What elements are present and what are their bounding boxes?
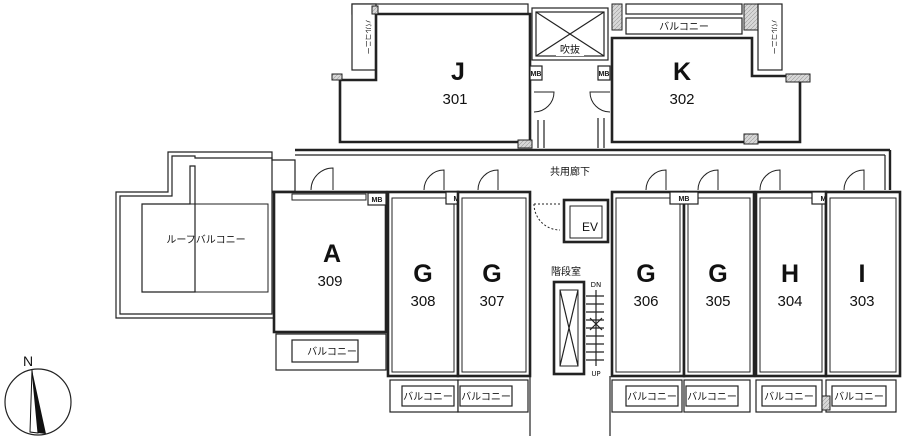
void-label: 吹抜 [560, 43, 580, 56]
unit-number: 301 [442, 91, 467, 108]
roof-balcony-label: ルーフバルコニー [166, 234, 245, 246]
unit-number: 308 [410, 293, 435, 310]
corridor-label: 共用廊下 [550, 165, 590, 178]
unit-304: MB H 304 バルコニー [754, 169, 841, 413]
common-corridor: 共用廊下 [272, 148, 892, 194]
balcony-label: バルコニー [307, 346, 357, 358]
unit-letter: G [413, 260, 432, 288]
unit-302: バルコニー バルコニー K 302 MB [589, 3, 811, 148]
unit-number: 304 [777, 293, 802, 310]
meter-box-label: MB [372, 197, 383, 204]
unit-letter: H [781, 260, 799, 288]
unit-number: 307 [479, 293, 504, 310]
unit-letter: J [451, 58, 465, 86]
stair-dn-label: DN [591, 281, 602, 289]
unit-letter: K [673, 58, 691, 86]
unit-letter: G [482, 260, 501, 288]
unit-301: バルコニー J 301 MB [331, 3, 555, 149]
unit-number: 309 [317, 273, 342, 290]
stair-steps [586, 290, 604, 366]
stair-up-label: UP [591, 370, 600, 378]
unit-308: MB G 308 バルコニー [386, 169, 473, 413]
balcony-label: バルコニー [403, 391, 453, 403]
meter-box-label: MB [679, 196, 690, 203]
compass-north-label: N [23, 353, 33, 369]
unit-309: MB A 309 バルコニー [272, 167, 388, 371]
stair-label: 階段室 [551, 265, 581, 278]
balcony-label: バルコニー [764, 391, 814, 403]
compass: N [4, 353, 72, 436]
balcony-label: バルコニー [659, 21, 709, 33]
unit-letter: I [859, 260, 866, 288]
unit-307: G 307 バルコニー [456, 169, 532, 436]
balcony-label: バルコニー [461, 391, 511, 403]
unit-letter: G [708, 260, 727, 288]
unit-number: 306 [633, 293, 658, 310]
unit-number: 302 [669, 91, 694, 108]
unit-number: 305 [705, 293, 730, 310]
balcony-label: バルコニー [834, 391, 884, 403]
balcony-label: バルコニー [364, 20, 372, 55]
balcony-label: バルコニー [687, 391, 737, 403]
compass-needle-icon [32, 370, 46, 434]
void-area: 吹抜 [531, 7, 609, 61]
unit-number: 303 [849, 293, 874, 310]
roof-balcony: ルーフバルコニー [115, 151, 296, 319]
core-area: EV 階段室 DN UP [533, 198, 611, 436]
elevator-label: EV [582, 220, 598, 234]
unit-303: I 303 バルコニー [821, 169, 902, 413]
balcony-label: バルコニー [627, 391, 677, 403]
unit-letter: G [636, 260, 655, 288]
unit-letter: A [323, 240, 341, 268]
balcony-label: バルコニー [770, 20, 778, 55]
unit-306: G 306 バルコニー [610, 169, 686, 413]
meter-box-label: MB [599, 71, 610, 78]
meter-box-label: MB [531, 71, 542, 78]
unit-305: MB G 305 バルコニー [669, 169, 756, 413]
